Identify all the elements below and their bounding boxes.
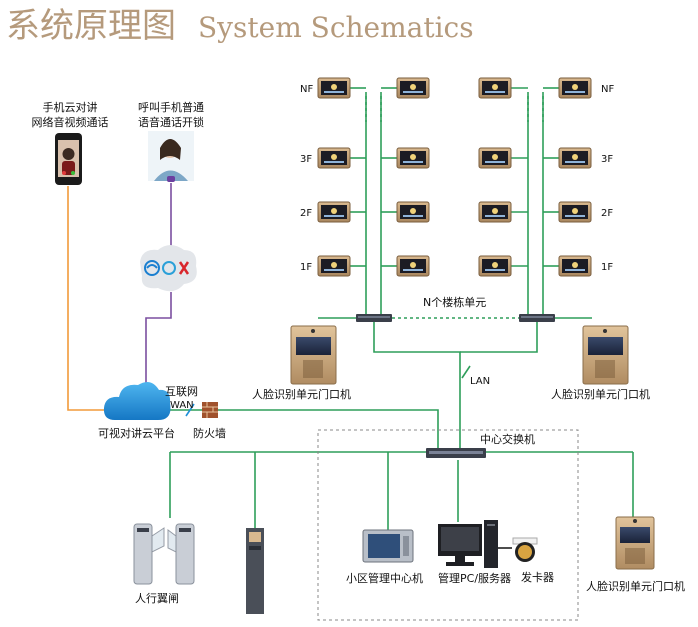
firewall-to-core-link: [218, 409, 439, 452]
smartphone-icon: [55, 133, 82, 185]
title-chinese: 系统原理图: [6, 6, 176, 46]
call-center-icon: [148, 131, 194, 182]
floor-label-3f: 3F: [601, 154, 613, 165]
core-switch-icon: [426, 448, 486, 458]
floor-label-1f: 1F: [300, 262, 312, 273]
phone-call-label-line1: 呼叫手机普通: [138, 100, 204, 114]
management-center-machine-icon: [362, 529, 414, 563]
floor-labels-left: NF 3F 2F 1F: [300, 84, 313, 273]
cloud-platform-label: 可视对讲云平台: [98, 426, 175, 440]
firewall-label: 防火墙: [193, 426, 226, 440]
face-panel-left-label: 人脸识别单元门口机: [252, 387, 351, 401]
indoor-monitor-icon: [396, 147, 430, 169]
units-label: N个楼栋单元: [423, 295, 486, 309]
lan-label: LAN: [470, 376, 490, 387]
network-switch-icon: [356, 314, 392, 322]
card-issuer-label: 发卡器: [521, 570, 554, 584]
cloud-icon: [103, 381, 171, 420]
left-switch-to-core: [373, 322, 461, 452]
indoor-monitor-icon: [396, 201, 430, 223]
management-pc-label: 管理PC/服务器: [438, 571, 511, 585]
floor-label-2f: 2F: [300, 208, 312, 219]
indoor-monitor-icon: [478, 255, 512, 277]
lan-slash: [461, 365, 471, 379]
core-switch-label: 中心交换机: [480, 432, 535, 446]
desktop-pc-icon: [438, 520, 498, 568]
indoor-monitor-icon: [558, 201, 592, 223]
indoor-monitor-icon: [558, 255, 592, 277]
face-recognition-door-panel-left: [290, 325, 337, 385]
right-switch-to-core: [460, 322, 538, 353]
indoor-monitor-icon: [317, 77, 351, 99]
face-panel-bottom-label: 人脸识别单元门口机: [586, 579, 685, 593]
turnstile-label: 人行翼闸: [135, 592, 179, 605]
access-terminal-icon: [246, 528, 264, 614]
floor-label-nf: NF: [300, 84, 313, 95]
wan-label: WAN: [170, 400, 194, 411]
phone-app-label-line2: 网络音视频通话: [32, 115, 109, 129]
turnstile-icon: [133, 523, 195, 585]
face-recognition-door-panel-right: [582, 325, 629, 385]
indoor-monitor-icon: [478, 77, 512, 99]
telecom-carriers-icon: [140, 245, 197, 292]
floor-label-nf: NF: [601, 84, 614, 95]
phone-app-label-line1: 手机云对讲: [43, 100, 98, 114]
indoor-monitors-group: [317, 77, 592, 277]
phone-to-cloud-link: [67, 186, 116, 411]
management-center-label: 小区管理中心机: [346, 571, 423, 585]
indoor-monitor-icon: [396, 77, 430, 99]
floor-label-2f: 2F: [601, 208, 613, 219]
title-english: System Schematics: [198, 11, 474, 44]
indoor-monitor-icon: [558, 147, 592, 169]
indoor-monitor-icon: [558, 77, 592, 99]
indoor-monitor-icon: [478, 201, 512, 223]
internet-label: 互联网: [165, 385, 198, 398]
floor-label-1f: 1F: [601, 262, 613, 273]
phone-call-label-line2: 语音通话开锁: [138, 115, 204, 129]
carrier-to-cloud-link: [145, 292, 172, 388]
indoor-monitor-icon: [317, 147, 351, 169]
indoor-monitor-icon: [317, 255, 351, 277]
indoor-monitor-icon: [478, 147, 512, 169]
wan-slash: [185, 403, 195, 417]
network-switch-icon: [519, 314, 555, 322]
face-recognition-door-panel-bottom: [615, 516, 655, 570]
floor-links: [350, 87, 559, 267]
firewall-icon: [202, 402, 218, 418]
indoor-monitor-icon: [396, 255, 430, 277]
floor-labels-right: NF 3F 2F 1F: [601, 84, 614, 273]
floor-label-3f: 3F: [300, 154, 312, 165]
card-reader-icon: [512, 537, 538, 562]
indoor-monitor-icon: [317, 201, 351, 223]
connection-lines: [67, 87, 634, 549]
face-panel-right-label: 人脸识别单元门口机: [551, 387, 650, 401]
management-room-boundary: [317, 429, 579, 621]
riser-gap-dashes: [365, 96, 544, 122]
